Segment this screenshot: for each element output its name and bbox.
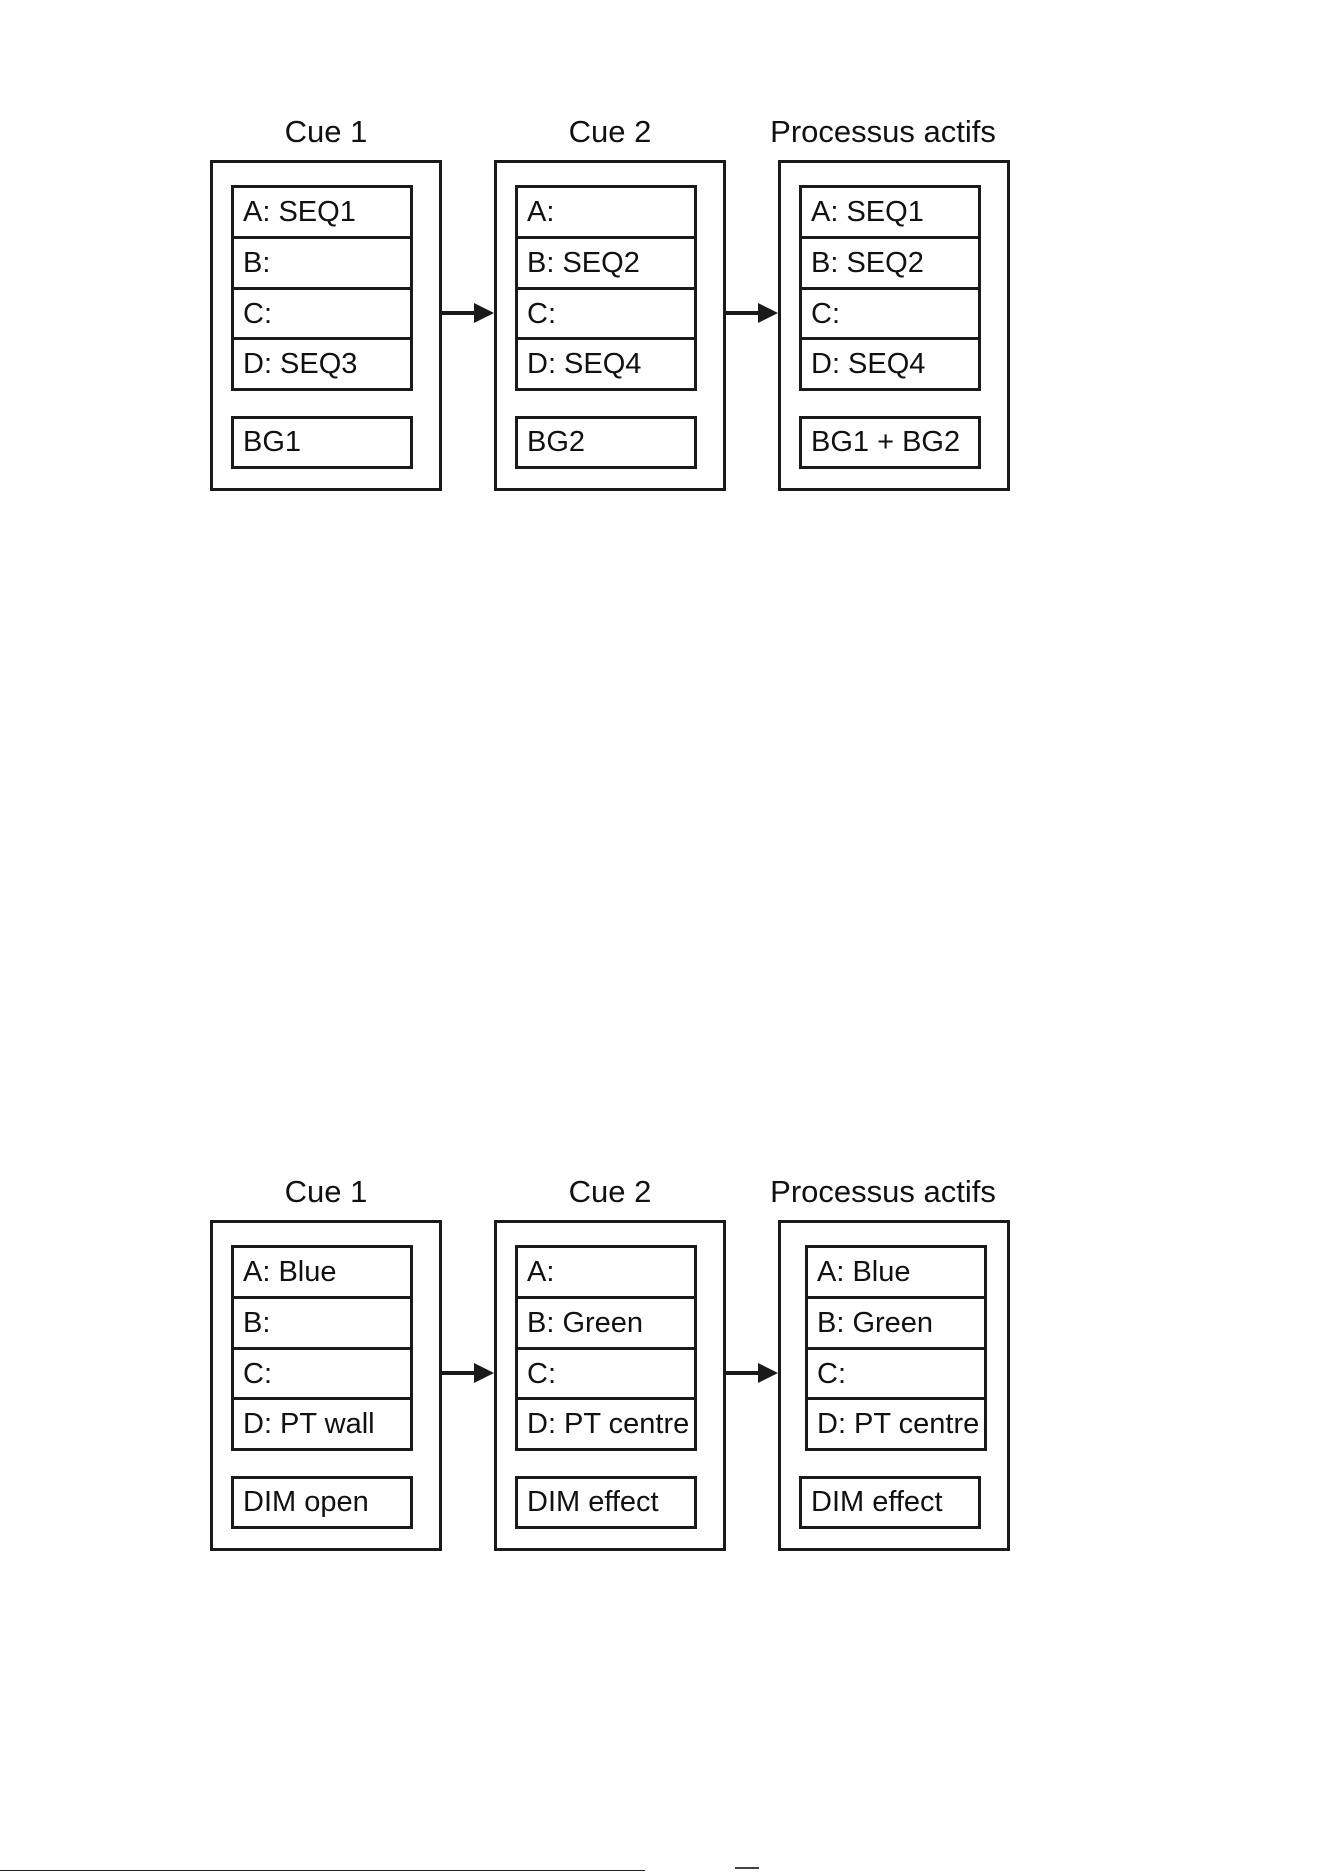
slot-list: A: B: Green C: D: PT centre xyxy=(515,1245,697,1451)
dimmer-box: DIM effect xyxy=(799,1476,981,1529)
footer-rule xyxy=(0,1870,645,1871)
slot-d: D: SEQ3 xyxy=(234,340,410,388)
slot-d: D: PT centre xyxy=(518,1400,694,1448)
slot-a: A: xyxy=(518,188,694,239)
slot-d: D: SEQ4 xyxy=(802,340,978,388)
arrow-right-icon xyxy=(442,301,494,325)
slot-b: B: xyxy=(234,1299,410,1350)
slot-b: B: SEQ2 xyxy=(518,239,694,290)
slot-a: A: Blue xyxy=(234,1248,410,1299)
diagram-attribute-merge: Cue 1 A: Blue B: C: D: PT wall DIM open … xyxy=(0,1060,1323,1460)
slot-list: A: Blue B: Green C: D: PT centre xyxy=(805,1245,987,1451)
slot-c: C: xyxy=(518,290,694,341)
footer-mark xyxy=(735,1867,759,1869)
column-title-active-processes: Processus actifs xyxy=(760,114,1006,150)
slot-list: A: SEQ1 B: SEQ2 C: D: SEQ4 xyxy=(799,185,981,391)
slot-d: D: PT centre xyxy=(808,1400,984,1448)
arrow-right-icon xyxy=(726,301,778,325)
cue-panel-active-processes: A: Blue B: Green C: D: PT centre DIM eff… xyxy=(778,1220,1010,1551)
column-title-cue-2: Cue 2 xyxy=(494,114,726,150)
cue-panel-cue-2: A: B: Green C: D: PT centre DIM effect xyxy=(494,1220,726,1551)
slot-b: B: xyxy=(234,239,410,290)
slot-list: A: B: SEQ2 C: D: SEQ4 xyxy=(515,185,697,391)
diagram-seq-merge: Cue 1 A: SEQ1 B: C: D: SEQ3 BG1 Cue 2 A:… xyxy=(0,0,1323,400)
cue-panel-cue-1: A: SEQ1 B: C: D: SEQ3 BG1 xyxy=(210,160,442,491)
column-title-active-processes: Processus actifs xyxy=(760,1174,1006,1210)
column-title-cue-1: Cue 1 xyxy=(210,114,442,150)
cue-panel-active-processes: A: SEQ1 B: SEQ2 C: D: SEQ4 BG1 + BG2 xyxy=(778,160,1010,491)
slot-d: D: SEQ4 xyxy=(518,340,694,388)
cue-panel-cue-1: A: Blue B: C: D: PT wall DIM open xyxy=(210,1220,442,1551)
dimmer-box: DIM effect xyxy=(515,1476,697,1529)
column-title-cue-1: Cue 1 xyxy=(210,1174,442,1210)
slot-c: C: xyxy=(234,1350,410,1401)
slot-c: C: xyxy=(234,290,410,341)
slot-a: A: SEQ1 xyxy=(234,188,410,239)
background-box: BG2 xyxy=(515,416,697,469)
cue-panel-cue-2: A: B: SEQ2 C: D: SEQ4 BG2 xyxy=(494,160,726,491)
slot-b: B: Green xyxy=(808,1299,984,1350)
slot-c: C: xyxy=(802,290,978,341)
slot-b: B: SEQ2 xyxy=(802,239,978,290)
column-title-cue-2: Cue 2 xyxy=(494,1174,726,1210)
slot-a: A: xyxy=(518,1248,694,1299)
background-box: BG1 xyxy=(231,416,413,469)
slot-list: A: SEQ1 B: C: D: SEQ3 xyxy=(231,185,413,391)
slot-list: A: Blue B: C: D: PT wall xyxy=(231,1245,413,1451)
slot-a: A: Blue xyxy=(808,1248,984,1299)
arrow-right-icon xyxy=(442,1361,494,1385)
slot-a: A: SEQ1 xyxy=(802,188,978,239)
background-box: BG1 + BG2 xyxy=(799,416,981,469)
arrow-right-icon xyxy=(726,1361,778,1385)
slot-c: C: xyxy=(518,1350,694,1401)
slot-d: D: PT wall xyxy=(234,1400,410,1448)
slot-b: B: Green xyxy=(518,1299,694,1350)
dimmer-box: DIM open xyxy=(231,1476,413,1529)
slot-c: C: xyxy=(808,1350,984,1401)
